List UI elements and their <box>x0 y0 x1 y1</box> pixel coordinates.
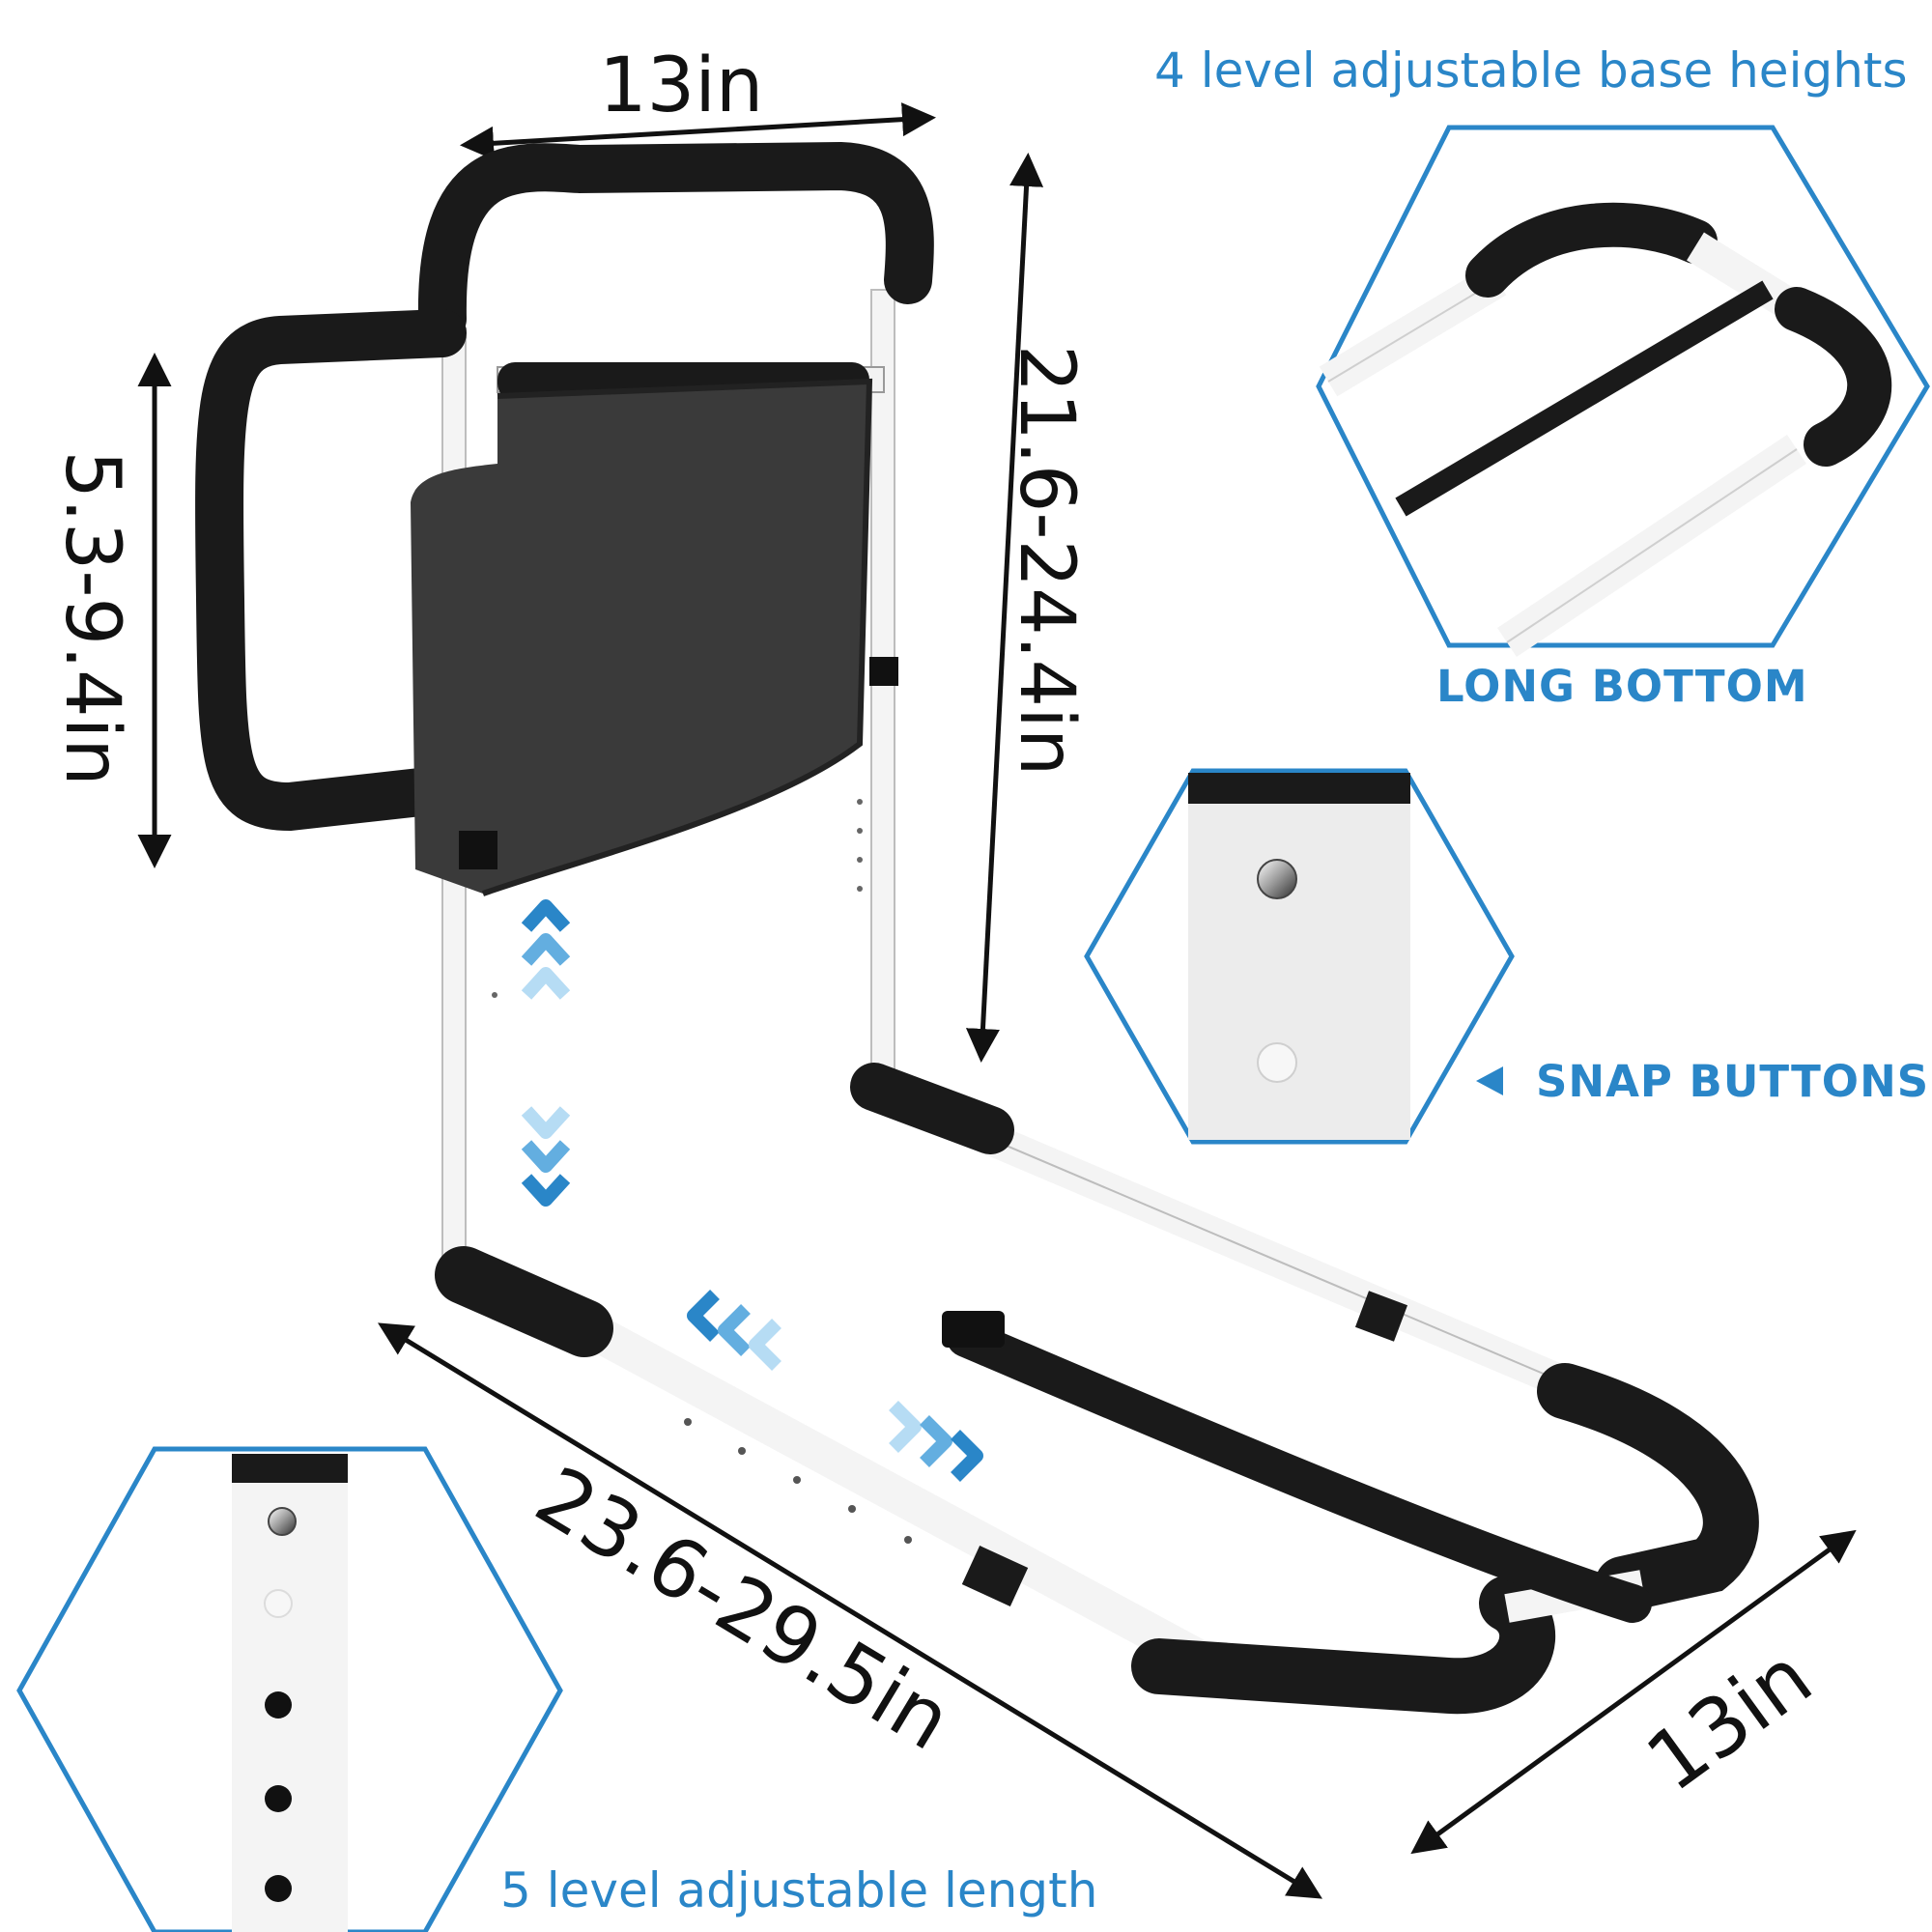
title-adjustable-length: 5 level adjustable length <box>500 1862 1098 1918</box>
inset-adjustable-length <box>16 1446 563 1932</box>
bed-rail-handle <box>195 141 934 1286</box>
dimension-top-width <box>460 102 936 160</box>
chevron-down-icon <box>521 1106 571 1207</box>
triangle-left-icon <box>1476 1066 1503 1095</box>
label-handle-height: 5.3-9.4in <box>48 450 135 786</box>
title-base-heights: 4 level adjustable base heights <box>1154 43 1908 99</box>
bed-rail-base <box>435 1063 1759 1715</box>
caption-snap-buttons: SNAP BUTTONS <box>1536 1056 1930 1107</box>
dimension-height-range <box>965 153 1044 1063</box>
dimension-base-length <box>378 1322 1322 1899</box>
dimension-base-width <box>1410 1529 1857 1855</box>
inset-long-bottom <box>1316 125 1930 657</box>
chevron-up-icon <box>521 899 571 1000</box>
chevron-left-icon <box>687 1290 781 1371</box>
caption-long-bottom: LONG BOTTOM <box>1436 661 1808 712</box>
inset-snap-buttons <box>1084 768 1515 1145</box>
chevron-right-icon <box>889 1401 983 1482</box>
label-height-range: 21.6-24.4in <box>1003 344 1090 777</box>
label-top-width: 13in <box>599 43 764 129</box>
